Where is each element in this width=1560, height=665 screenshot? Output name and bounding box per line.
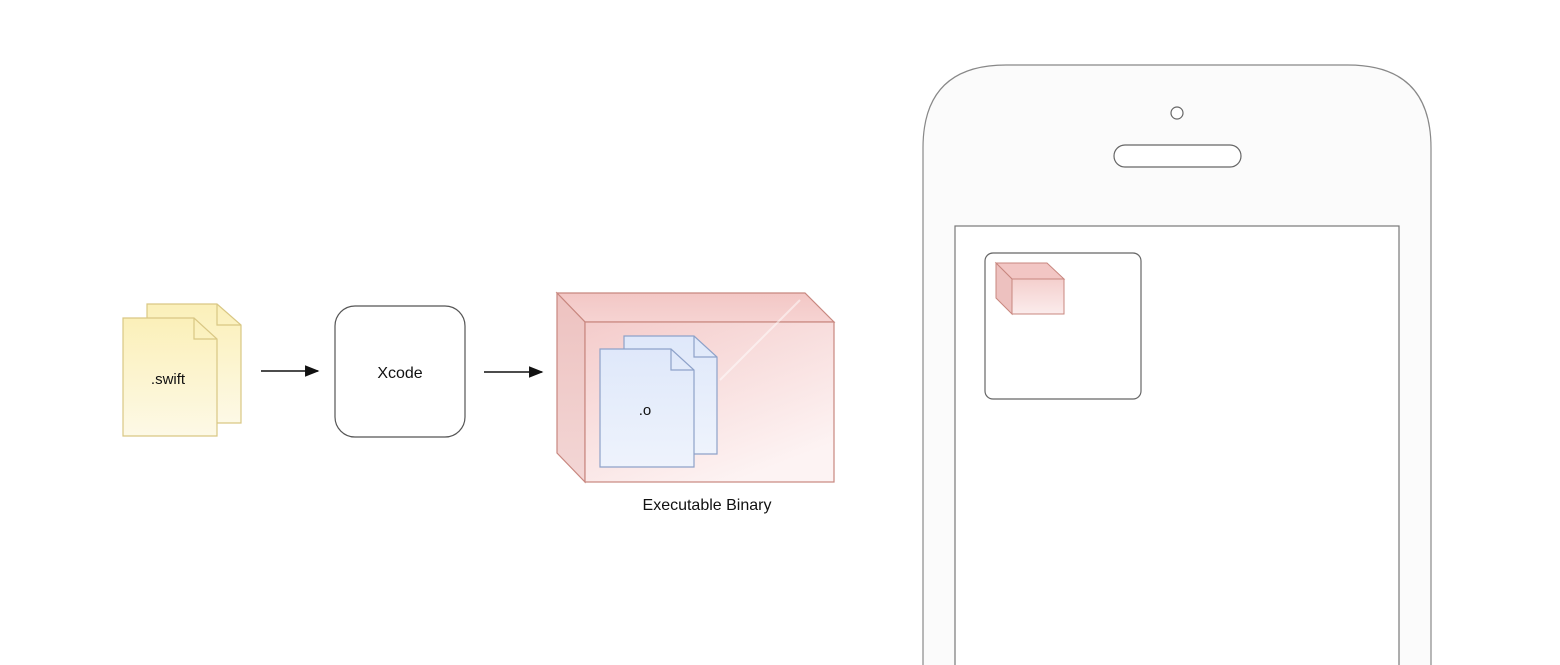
xcode-node: Xcode [334, 305, 466, 438]
object-file-front [599, 348, 695, 468]
executable-binary-label: Executable Binary [643, 497, 772, 514]
xcode-box [334, 305, 466, 438]
app-icon [984, 252, 1142, 400]
swift-file-front [122, 317, 218, 437]
swift-files-icon: .swift [122, 303, 242, 437]
binary-side-face [556, 291, 586, 484]
phone-device [922, 64, 1432, 665]
object-files-icon: .o [599, 335, 718, 468]
object-label: .o [639, 402, 652, 419]
mini-binary-front [1011, 278, 1065, 315]
swift-label: .swift [151, 371, 186, 388]
phone-speaker [1113, 144, 1242, 168]
executable-binary-cube: .o Executable Binary [555, 291, 836, 514]
phone-camera-icon [1170, 106, 1184, 120]
xcode-label: Xcode [377, 365, 422, 382]
